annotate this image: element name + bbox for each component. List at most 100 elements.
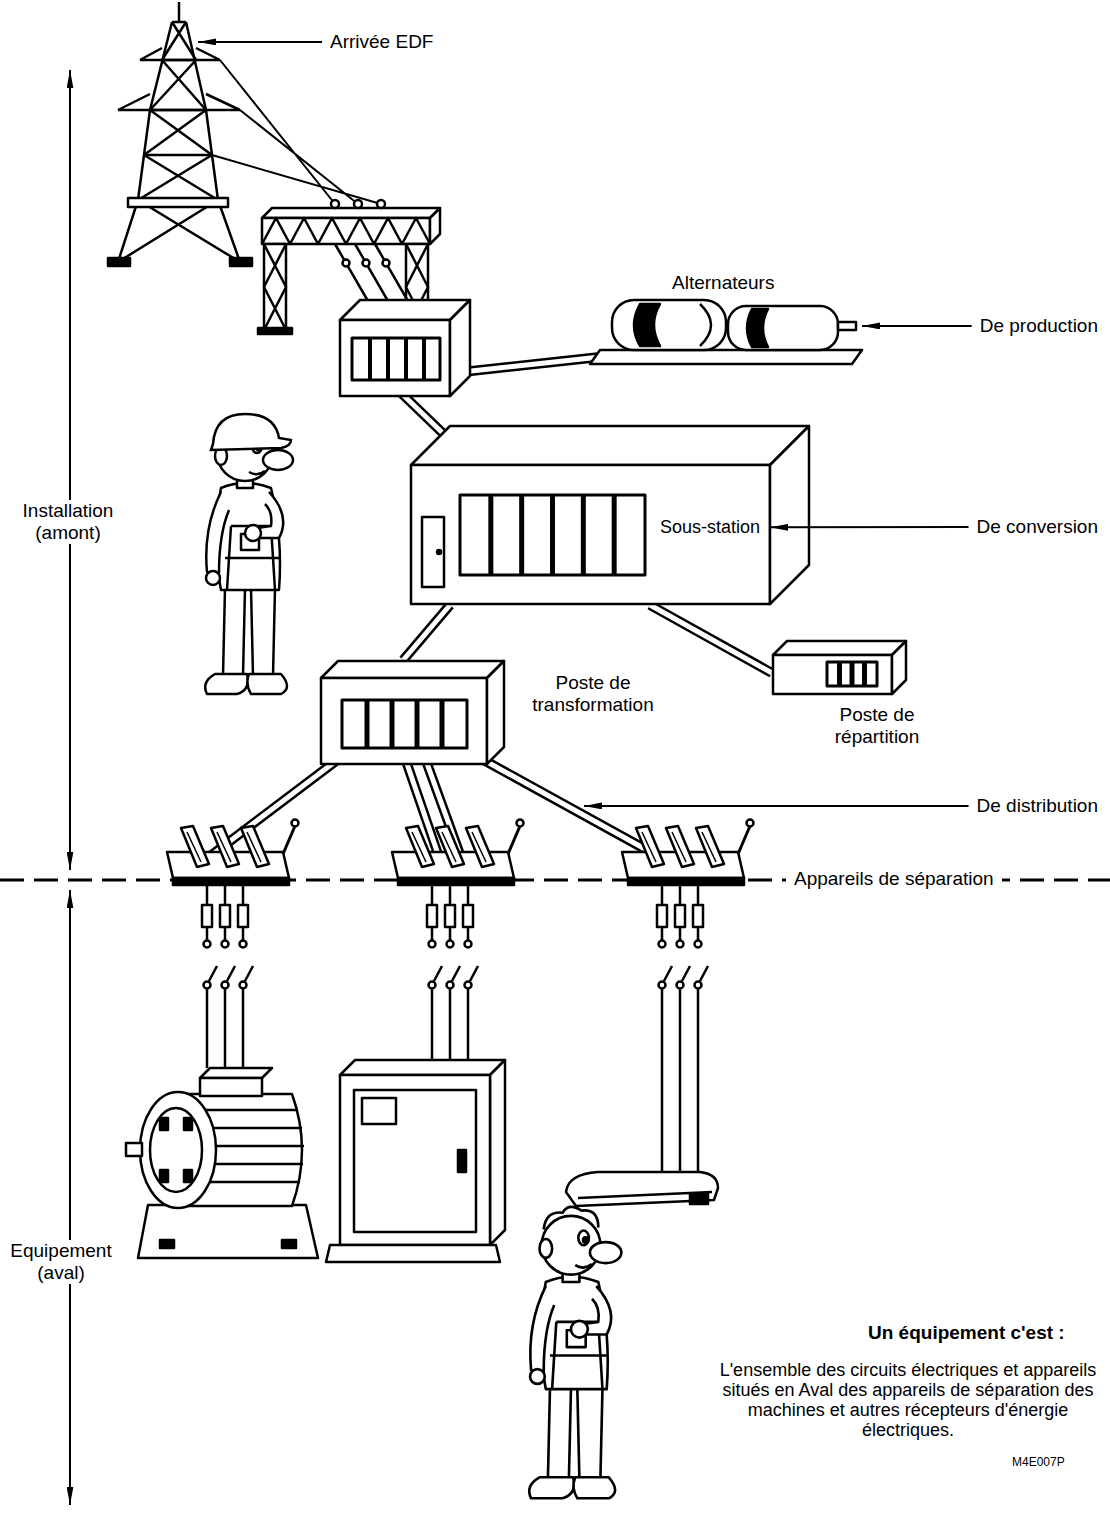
extent-arrow	[69, 70, 71, 870]
light-fitting	[690, 1194, 708, 1204]
electric-motor	[160, 1240, 174, 1248]
electric-motor	[200, 1078, 262, 1096]
building-outline	[773, 655, 892, 694]
control-cabinet	[458, 1150, 466, 1172]
gantry-portal	[354, 200, 362, 208]
building-outline	[850, 662, 855, 686]
building-outline	[365, 700, 370, 748]
label-anchor: De conversion	[977, 516, 1098, 538]
alternator	[634, 304, 660, 346]
annotation-label: Appareils de séparation	[786, 868, 1002, 890]
light-fitting	[566, 1172, 718, 1206]
building-outline	[437, 550, 441, 554]
building-outline	[321, 661, 504, 764]
electric-motor	[126, 1143, 142, 1156]
cable-connector	[650, 605, 772, 673]
feeder-wire	[662, 989, 698, 1172]
worker-figure	[205, 425, 293, 694]
control-cabinet	[340, 1075, 490, 1245]
label-anchor: De distribution	[977, 795, 1098, 817]
gantry-portal	[258, 328, 292, 334]
building-outline	[581, 495, 586, 575]
gantry-portal	[383, 260, 390, 267]
building-outline	[342, 700, 467, 748]
annotation-label: L'ensemble des circuits électriques et a…	[712, 1360, 1104, 1441]
pylon	[108, 2, 252, 266]
building-outline	[772, 640, 907, 695]
intake-cubicle	[340, 320, 450, 396]
alternator	[728, 306, 838, 350]
annotation-label: De conversion	[977, 516, 1098, 538]
annotation-label: Un équipement c'est :	[868, 1322, 1065, 1344]
label-anchor: De production	[980, 315, 1098, 337]
leader-arrow	[198, 41, 322, 43]
building-outline	[460, 495, 645, 575]
intake-cubicle	[340, 300, 470, 320]
building-outline	[440, 700, 445, 748]
control-cabinet	[326, 1245, 500, 1262]
building-outline	[837, 662, 842, 686]
cable-connector	[403, 605, 450, 660]
power-cable	[462, 357, 600, 372]
control-cabinet	[326, 1060, 505, 1262]
intake-cubicle	[352, 338, 440, 380]
annotation-label: Equipement (aval)	[4, 1240, 118, 1284]
gantry-portal	[262, 218, 430, 244]
hair	[544, 1207, 599, 1230]
alternator	[700, 304, 711, 346]
node-label-anchor: Poste de répartition	[812, 704, 942, 748]
gantry-portal	[262, 218, 430, 244]
building-outline	[321, 678, 487, 764]
pylon	[128, 198, 228, 207]
gantry-portal	[262, 208, 440, 218]
worker-figure	[205, 414, 293, 694]
alternator	[590, 350, 862, 364]
electric-motor	[184, 1170, 192, 1182]
building-outline	[422, 517, 444, 587]
annotation-label: De distribution	[977, 795, 1098, 817]
building-node: Poste de répartition	[772, 640, 907, 695]
electric-motor	[282, 1240, 296, 1248]
feeder-wire	[207, 989, 243, 1068]
cable-connector	[650, 605, 772, 673]
isolating-switch	[622, 820, 754, 989]
intake-cubicle	[450, 300, 470, 396]
leader-arrow	[584, 805, 969, 807]
label-anchor: Alternateurs	[672, 272, 774, 294]
alternator	[838, 322, 856, 330]
leader-arrow	[770, 526, 968, 528]
building-outline	[487, 661, 504, 764]
extent-arrow	[69, 70, 71, 1505]
pylon	[230, 258, 252, 266]
label-anchor: L'ensemble des circuits électriques et a…	[712, 1360, 1104, 1441]
control-cabinet	[340, 1060, 505, 1075]
power-cable	[480, 758, 665, 860]
building-outline	[862, 662, 867, 686]
building-node: Sous-station	[410, 425, 810, 605]
annotation-label: M4E007P	[1012, 1456, 1065, 1470]
building-label: Poste de transformation	[513, 672, 673, 716]
pylon	[118, 48, 240, 110]
electric-motor	[200, 1068, 272, 1078]
intake-cubicle	[340, 300, 470, 396]
electric-motor	[160, 1118, 168, 1130]
control-cabinet	[490, 1060, 505, 1245]
building-outline	[390, 700, 395, 748]
gantry-portal	[264, 244, 286, 330]
building-label: Sous-station	[660, 517, 760, 538]
cable-connector	[403, 605, 450, 660]
cable-connector	[403, 605, 450, 660]
electric-motor	[160, 1170, 168, 1182]
label-anchor: Appareils de séparation	[786, 868, 1002, 890]
feeder-wire	[432, 989, 468, 1060]
pylon	[118, 22, 240, 262]
electric-motor	[184, 1118, 192, 1130]
gantry-portal	[377, 200, 385, 208]
building-outline	[411, 426, 809, 604]
building-outline	[320, 660, 505, 765]
electric-motor	[126, 1068, 318, 1258]
annotation-label: De production	[980, 315, 1098, 337]
building-outline	[411, 426, 809, 465]
